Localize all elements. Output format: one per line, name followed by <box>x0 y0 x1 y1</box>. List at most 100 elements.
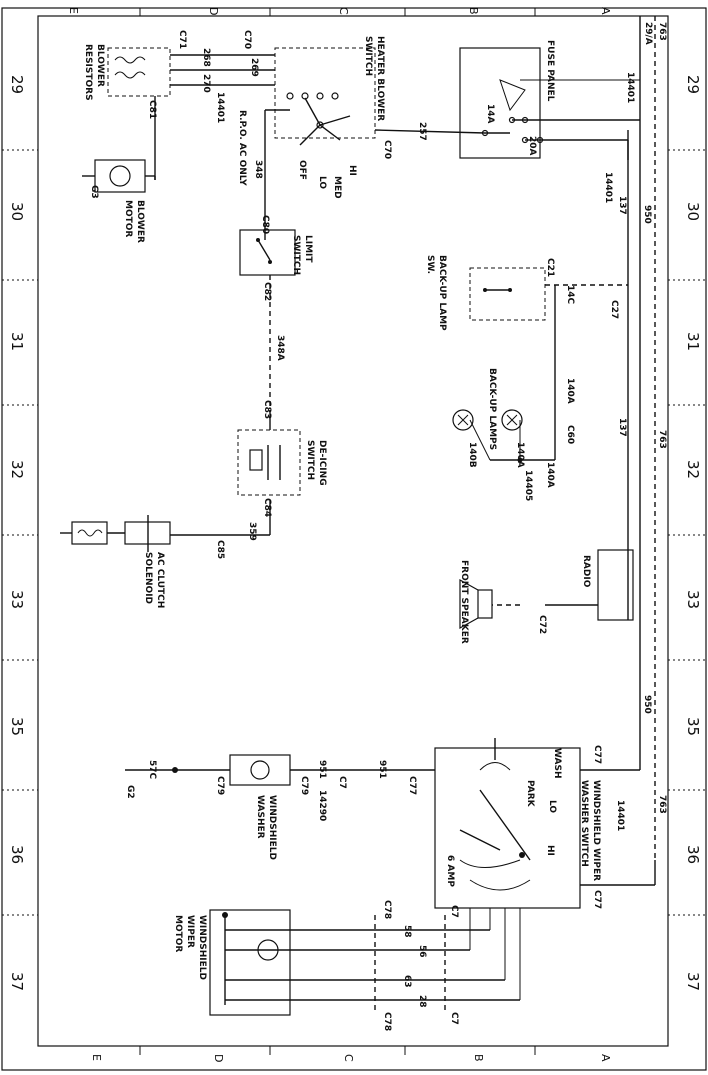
ac-circuit-wires <box>170 109 290 536</box>
wire-label-14401-fp: 14401 <box>603 172 613 203</box>
row-right-29: 29 <box>684 75 702 94</box>
col-top-b: B <box>467 7 480 15</box>
wiper-motor-wires <box>225 908 521 1010</box>
row-labels-left: 29 30 31 32 33 35 36 37 <box>8 75 26 991</box>
connector-c80: C80 <box>260 215 270 234</box>
row-left-32: 32 <box>8 460 26 479</box>
connector-c7-b: C7 <box>449 1012 459 1025</box>
row-right-36: 36 <box>684 845 702 864</box>
connector-c71-top: C71 <box>177 30 187 49</box>
wire-label-951-b: 951 <box>377 760 387 779</box>
wire-label-14401-ws: 14401 <box>615 800 625 831</box>
washer-wires <box>125 767 435 773</box>
row-left-37: 37 <box>8 972 26 991</box>
column-labels-bottom: E D C B A <box>90 1054 612 1062</box>
col-top-a: A <box>599 7 612 15</box>
wire-label-57c: 57C <box>147 760 157 780</box>
connector-c77-b: C77 <box>592 890 602 909</box>
limit-switch-label-1: LIMIT <box>303 235 313 263</box>
connector-c77-c: C77 <box>407 776 417 795</box>
wire-label-763-c: 763 <box>657 795 667 814</box>
connector-c7-a: C7 <box>449 905 459 918</box>
wire-label-348: 348 <box>253 160 263 179</box>
wire-label-28: 28 <box>417 995 427 1008</box>
backup-lamp-switch <box>469 267 546 321</box>
wire-label-140b: 140B <box>467 442 477 468</box>
wire-label-14401-d: 14401 <box>215 92 225 123</box>
rpo-ac-only-label: R.P.O. AC ONLY <box>237 110 247 186</box>
de-icing-switch-label-1: DE-ICING <box>317 440 327 486</box>
blower-resistors <box>107 47 275 180</box>
wire-label-137: 137 <box>617 196 627 215</box>
connector-c77-a: C77 <box>592 745 602 764</box>
row-left-35: 35 <box>8 717 26 736</box>
col-top-e: E <box>67 7 80 14</box>
col-bottom-d: D <box>212 1054 225 1062</box>
wire-label-763: 763 <box>657 22 667 41</box>
ac-clutch-solenoid-label-2: SOLENOID <box>143 552 153 604</box>
row-right-30: 30 <box>684 202 702 221</box>
connector-c60: C60 <box>565 425 575 444</box>
connector-c21: C21 <box>545 258 555 277</box>
ground-g3: G3 <box>89 185 99 199</box>
switch-pos-lo: LO <box>317 176 327 189</box>
ground-g2: G2 <box>125 785 135 799</box>
column-labels-top: E D C B A <box>67 7 612 15</box>
fuse-14a-label: 14A <box>485 104 495 124</box>
wire-label-950: 950 <box>642 205 652 224</box>
backup-lamps-label: BACK-UP LAMPS <box>487 368 497 450</box>
wire-label-63: 63 <box>402 975 412 988</box>
blower-motor <box>82 159 156 193</box>
switch-pos-hi: HI <box>347 165 357 176</box>
connector-c78-b: C78 <box>382 1012 392 1031</box>
heater-blower-switch <box>274 47 376 146</box>
wiper-motor-label-2: WIPER <box>185 915 195 948</box>
row-left-36: 36 <box>8 845 26 864</box>
heater-blower-switch-label-2: SWITCH <box>363 36 373 76</box>
col-top-c: C <box>337 7 350 15</box>
de-icing-switch-label-2: SWITCH <box>305 440 315 480</box>
radio-label: RADIO <box>581 555 591 588</box>
wiper-washer-switch-label-2: WASHER SWITCH <box>579 780 589 867</box>
blower-motor-label-1: BLOWER <box>135 200 145 243</box>
wire-257 <box>374 129 486 134</box>
wiper-pos-lo: LO <box>547 800 557 813</box>
wire-label-268: 268 <box>201 48 211 67</box>
wire-label-56: 56 <box>417 945 427 958</box>
wire-label-257: 257 <box>417 122 427 141</box>
row-right-37: 37 <box>684 972 702 991</box>
row-left-33: 33 <box>8 590 26 609</box>
blower-resistors-label-2: RESISTORS <box>83 44 93 101</box>
fuse-20a-label: 20A <box>527 136 537 156</box>
wire-label-140a-c: 140A <box>545 462 555 488</box>
wire-label-348a: 348A <box>275 335 285 361</box>
connector-c70: C70 <box>382 140 392 159</box>
row-right-31: 31 <box>684 332 702 351</box>
row-labels-right: 29 30 31 32 33 35 36 37 <box>684 75 702 991</box>
col-bottom-c: C <box>342 1054 355 1062</box>
switch-pos-med: MED <box>332 176 342 199</box>
blower-resistors-label-1: BLOWER <box>95 44 105 87</box>
windshield-washer-label-1: WINDSHIELD <box>267 795 277 860</box>
blower-motor-label-2: MOTOR <box>123 200 133 237</box>
col-bottom-a: A <box>599 1054 612 1062</box>
radio <box>492 549 634 621</box>
connector-c82: C82 <box>262 282 272 301</box>
wire-label-58: 58 <box>402 925 412 938</box>
ac-clutch-solenoid-label-1: AC CLUTCH <box>155 552 165 608</box>
ac-clutch-solenoid <box>60 515 171 552</box>
border-frame <box>1 7 707 1071</box>
limit-switch-label-2: SWITCH <box>291 235 301 275</box>
wiper-washer-switch <box>434 738 600 909</box>
backup-lamp-wires <box>469 284 628 461</box>
connector-c84: C84 <box>262 498 272 517</box>
heater-blower-switch-label-1: HEATER BLOWER <box>375 36 385 121</box>
connector-c70-top: C70 <box>242 30 252 49</box>
fuse-panel-label: FUSE PANEL <box>545 40 555 102</box>
wire-label-951-a: 951 <box>317 760 327 779</box>
wire-label-14290: 14290 <box>317 790 327 821</box>
wire-label-359: 359 <box>247 522 257 541</box>
switch-pos-off: OFF <box>297 160 307 180</box>
wire-label-14c: 14C <box>565 285 575 305</box>
